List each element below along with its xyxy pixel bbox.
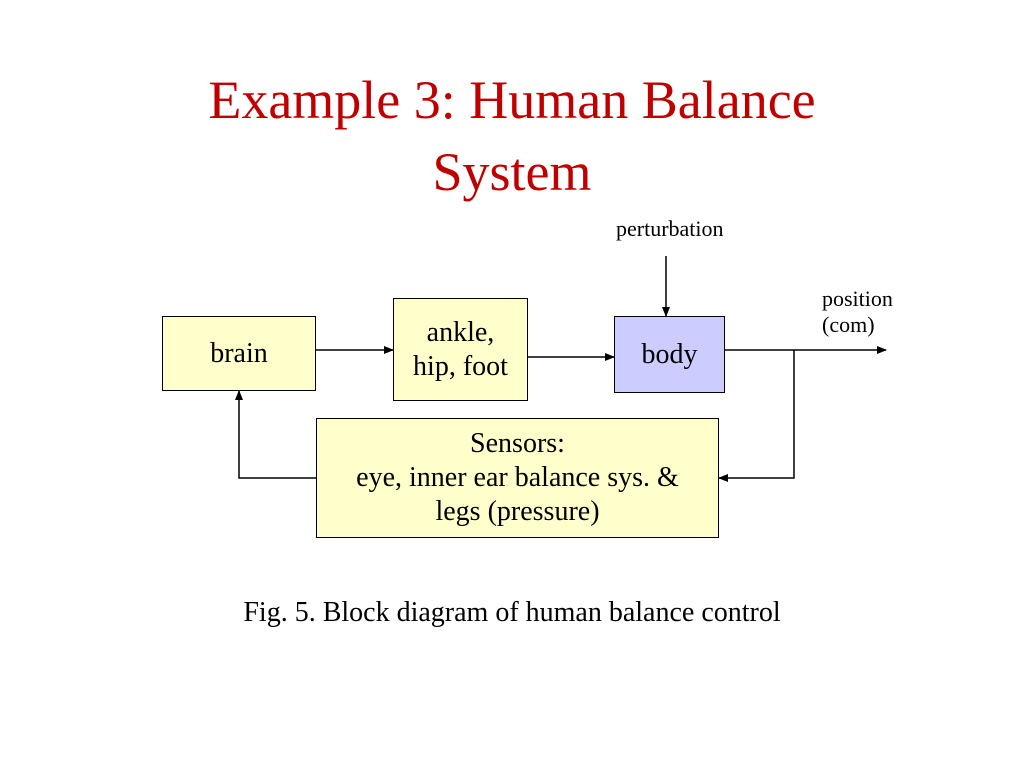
output-label: position (com) xyxy=(822,286,893,338)
ankle-hip-foot-label-line-1: ankle, xyxy=(426,316,495,348)
brain-block-label: brain xyxy=(210,337,268,369)
ankle-hip-foot-label-line-2: hip, foot xyxy=(413,350,508,382)
sensors-label-line-3: legs (pressure) xyxy=(435,496,600,527)
arrow-sensors-to-brain xyxy=(235,390,316,479)
arrow-output-to-sensors xyxy=(718,350,795,482)
slide-title: Example 3: Human Balance System xyxy=(0,64,1024,208)
body-block: body xyxy=(614,316,725,393)
figure-caption: Fig. 5. Block diagram of human balance c… xyxy=(243,597,781,628)
output-label-line-2: (com) xyxy=(822,312,875,337)
brain-block: brain xyxy=(162,316,316,391)
perturbation-label: perturbation xyxy=(616,216,724,241)
ankle-hip-foot-block: ankle, hip, foot xyxy=(393,298,528,401)
sensors-label-line-2: eye, inner ear balance sys. & xyxy=(356,462,679,493)
sensors-label-line-1: Sensors: xyxy=(470,428,565,459)
body-block-label: body xyxy=(641,338,698,370)
slide-title-line-1: Example 3: Human Balance xyxy=(208,70,816,130)
output-label-line-1: position xyxy=(822,286,893,311)
sensors-block: Sensors: eye, inner ear balance sys. & l… xyxy=(316,418,719,538)
slide-title-line-2: System xyxy=(432,142,592,202)
